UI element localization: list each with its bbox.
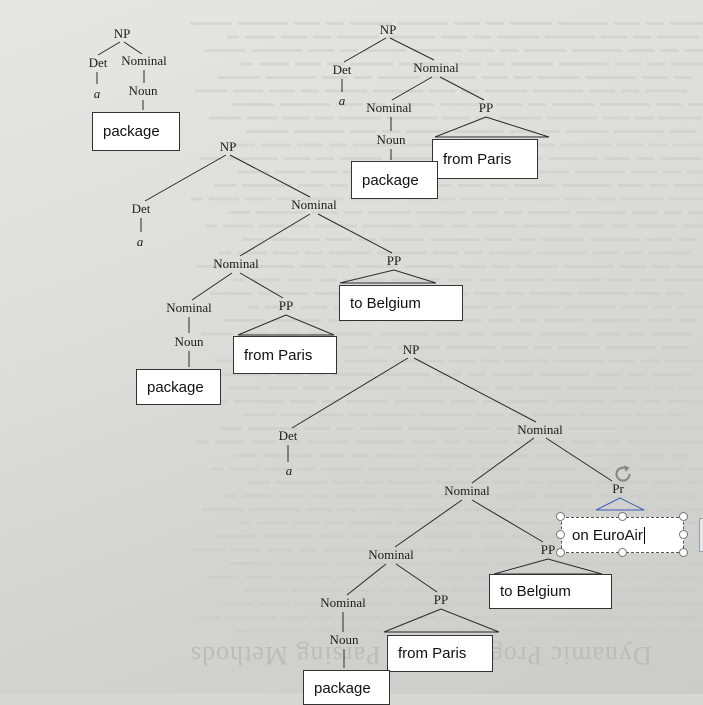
resize-handle-right[interactable] bbox=[679, 530, 688, 539]
text-caret bbox=[643, 526, 645, 544]
textbox-to-belgium-2[interactable]: to Belgium bbox=[489, 574, 612, 609]
textbox-package-2[interactable]: package bbox=[351, 161, 438, 199]
tree2-nominal: Nominal bbox=[413, 60, 459, 75]
rotate-handle-icon[interactable] bbox=[611, 462, 635, 486]
textbox-on-euroair-text: on EuroAir bbox=[572, 526, 643, 544]
tree2-np: NP bbox=[379, 22, 397, 37]
textbox-package-4[interactable]: package bbox=[303, 670, 390, 705]
resize-handle-bottom-left[interactable] bbox=[556, 548, 565, 557]
tree3-a: a bbox=[136, 234, 144, 249]
tree4-a: a bbox=[285, 463, 293, 478]
resize-handle-left[interactable] bbox=[556, 530, 565, 539]
tree4-pp-low: PP bbox=[433, 592, 449, 607]
textbox-package-3[interactable]: package bbox=[136, 369, 221, 405]
tree4-nominal-4: Nominal bbox=[320, 595, 366, 610]
tree4-pp-mid: PP bbox=[540, 542, 556, 557]
tree1-nominal: Nominal bbox=[121, 53, 167, 68]
tree4-pp-clipped: Pr bbox=[612, 481, 624, 496]
textbox-from-paris-3[interactable]: from Paris bbox=[387, 635, 493, 672]
resize-handle-top-left[interactable] bbox=[556, 512, 565, 521]
adjacent-selection-edge bbox=[699, 518, 703, 552]
tree3-noun: Noun bbox=[174, 334, 204, 349]
tree3-np: NP bbox=[219, 139, 237, 154]
tree2-a: a bbox=[338, 93, 346, 108]
resize-handle-top-right[interactable] bbox=[679, 512, 688, 521]
textbox-from-paris-1[interactable]: from Paris bbox=[432, 139, 538, 179]
tree1-noun: Noun bbox=[128, 83, 158, 98]
tree1-a: a bbox=[93, 86, 101, 101]
resize-handle-bottom-right[interactable] bbox=[679, 548, 688, 557]
tree3-det: Det bbox=[131, 201, 151, 216]
tree3-pp-outer: PP bbox=[386, 253, 402, 268]
tree4-nominal: Nominal bbox=[517, 422, 563, 437]
tree3-nominal-mid: Nominal bbox=[213, 256, 259, 271]
tree2-nominal-inner: Nominal bbox=[366, 100, 412, 115]
tree4-nominal-2: Nominal bbox=[444, 483, 490, 498]
tree4-np: NP bbox=[402, 342, 420, 357]
tree1-np: NP bbox=[113, 26, 131, 41]
tree1-det: Det bbox=[88, 55, 108, 70]
tree3-nominal: Nominal bbox=[291, 197, 337, 212]
tree2-pp: PP bbox=[478, 100, 494, 115]
tree3-pp-inner: PP bbox=[278, 298, 294, 313]
textbox-from-paris-2[interactable]: from Paris bbox=[233, 336, 337, 374]
textbox-on-euroair-selected[interactable]: on EuroAir bbox=[561, 517, 684, 553]
tree4-noun: Noun bbox=[329, 632, 359, 647]
resize-handle-top[interactable] bbox=[618, 512, 627, 521]
textbox-package-1[interactable]: package bbox=[92, 112, 180, 151]
textbox-to-belgium-1[interactable]: to Belgium bbox=[339, 285, 463, 321]
tree2-det: Det bbox=[332, 62, 352, 77]
tree2-noun: Noun bbox=[376, 132, 406, 147]
tree4-det: Det bbox=[278, 428, 298, 443]
resize-handle-bottom[interactable] bbox=[618, 548, 627, 557]
tree4-nominal-3: Nominal bbox=[368, 547, 414, 562]
tree3-nominal-low: Nominal bbox=[166, 300, 212, 315]
